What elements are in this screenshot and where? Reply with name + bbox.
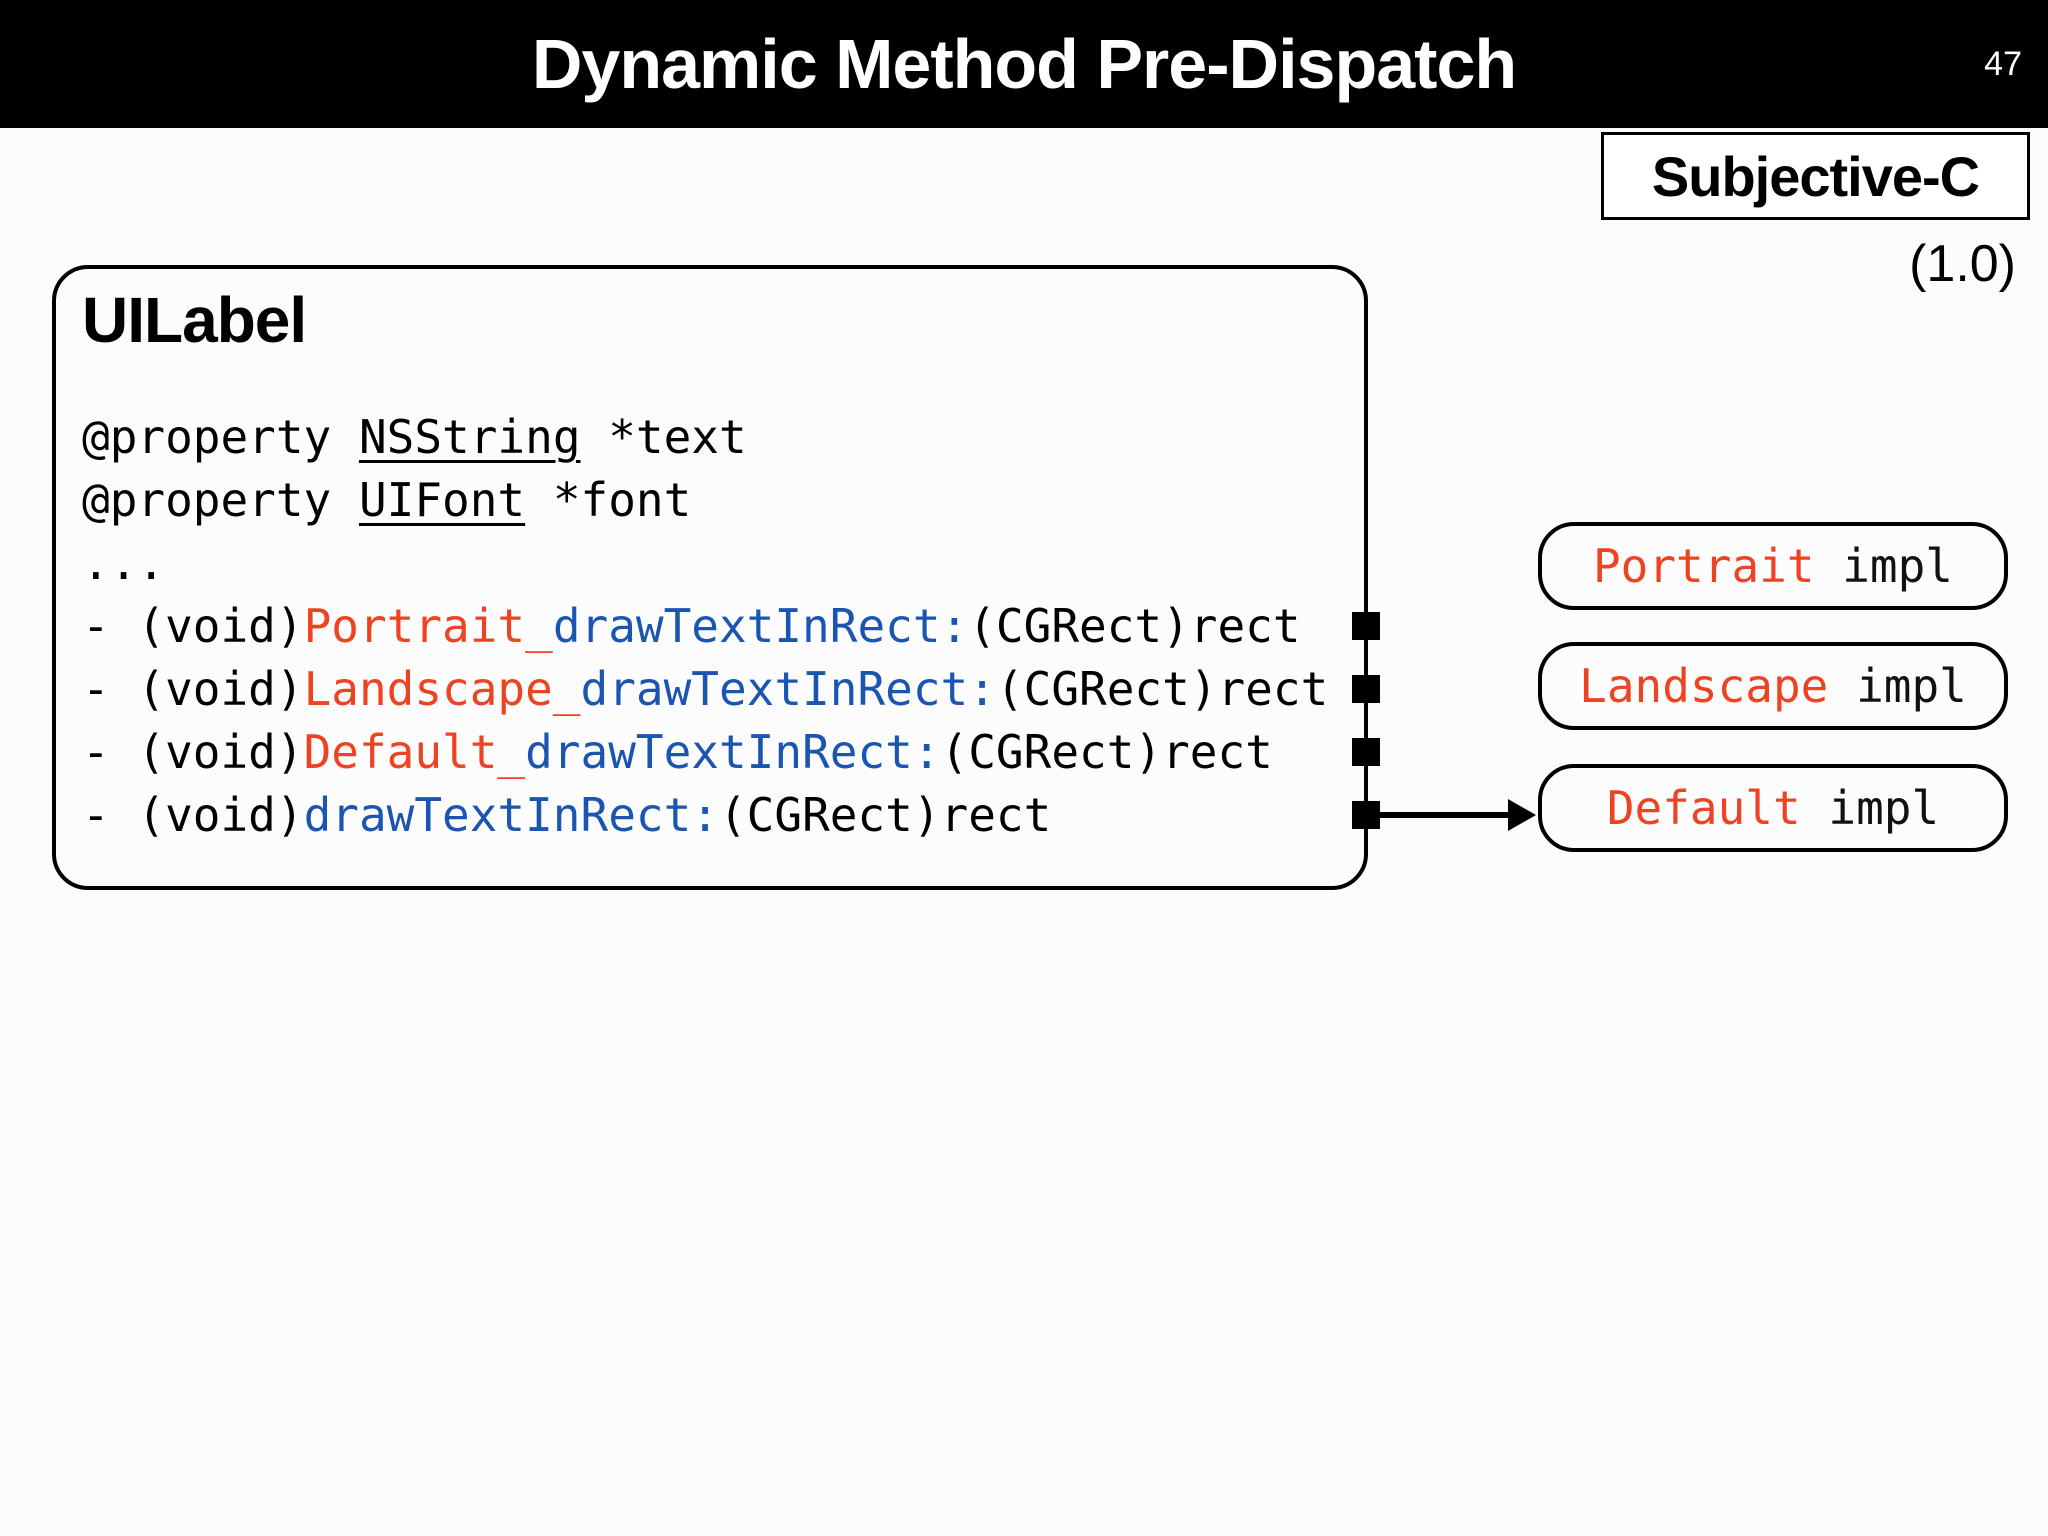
property-tail: *text [580, 410, 747, 464]
method-selector: drawTextInRect: [525, 725, 941, 779]
impl-name: Default [1606, 781, 1801, 835]
property-tail: *font [525, 473, 692, 527]
method-selector: drawTextInRect: [552, 599, 969, 653]
method-line-default: - (void)Default_drawTextInRect:(CGRect)r… [82, 721, 1328, 784]
language-badge: Subjective-C [1601, 132, 2030, 220]
dispatch-arrow-head-icon [1508, 799, 1536, 831]
connector-square-dispatch [1352, 801, 1380, 829]
method-prefix: - (void) [82, 788, 304, 842]
dispatch-arrow-line [1380, 812, 1512, 818]
method-line-dispatch: - (void)drawTextInRect:(CGRect)rect [82, 784, 1328, 847]
impl-name: Portrait [1592, 539, 1815, 593]
impl-suffix: impl [1828, 659, 1967, 713]
slide-title: Dynamic Method Pre-Dispatch [531, 25, 1517, 103]
impl-suffix: impl [1800, 781, 1940, 835]
method-selector: drawTextInRect: [303, 788, 719, 842]
class-name: UILabel [82, 284, 307, 356]
method-prefix: - (void) [82, 725, 304, 779]
method-prefix: - (void) [82, 599, 304, 653]
connector-square-landscape [1352, 675, 1380, 703]
class-code: @property NSString *text @property UIFon… [82, 406, 1328, 847]
property-type: NSString [358, 410, 581, 464]
language-badge-label: Subjective-C [1651, 144, 1980, 208]
method-tail: (CGRect)rect [718, 788, 1052, 842]
impl-box-landscape: Landscape impl [1538, 642, 2008, 730]
ellipsis-line: ... [82, 536, 166, 590]
method-tail: (CGRect)rect [995, 662, 1329, 716]
connector-square-default [1352, 738, 1380, 766]
method-category: Landscape_ [303, 662, 581, 716]
impl-box-default: Default impl [1538, 764, 2008, 852]
method-line-landscape: - (void)Landscape_drawTextInRect:(CGRect… [82, 658, 1328, 721]
method-line-portrait: - (void)Portrait_drawTextInRect:(CGRect)… [82, 595, 1328, 658]
property-line: @property NSString *text [82, 406, 1328, 469]
property-line: @property UIFont *font [82, 469, 1328, 532]
connector-square-portrait [1352, 612, 1380, 640]
class-box: UILabel @property NSString *text @proper… [52, 265, 1368, 890]
property-keyword: @property [82, 410, 359, 464]
impl-box-portrait: Portrait impl [1538, 522, 2008, 610]
header-bar [0, 0, 2048, 128]
method-category: Default_ [303, 725, 526, 779]
property-type: UIFont [358, 473, 526, 527]
method-category: Portrait_ [303, 599, 553, 653]
method-selector: drawTextInRect: [580, 662, 996, 716]
impl-suffix: impl [1814, 539, 1954, 593]
property-keyword: @property [82, 473, 359, 527]
method-prefix: - (void) [82, 662, 304, 716]
version-label: (1.0) [1909, 235, 2016, 293]
page-number: 47 [1984, 45, 2022, 83]
method-tail: (CGRect)rect [968, 599, 1301, 653]
method-tail: (CGRect)rect [940, 725, 1273, 779]
impl-name: Landscape [1579, 659, 1829, 713]
